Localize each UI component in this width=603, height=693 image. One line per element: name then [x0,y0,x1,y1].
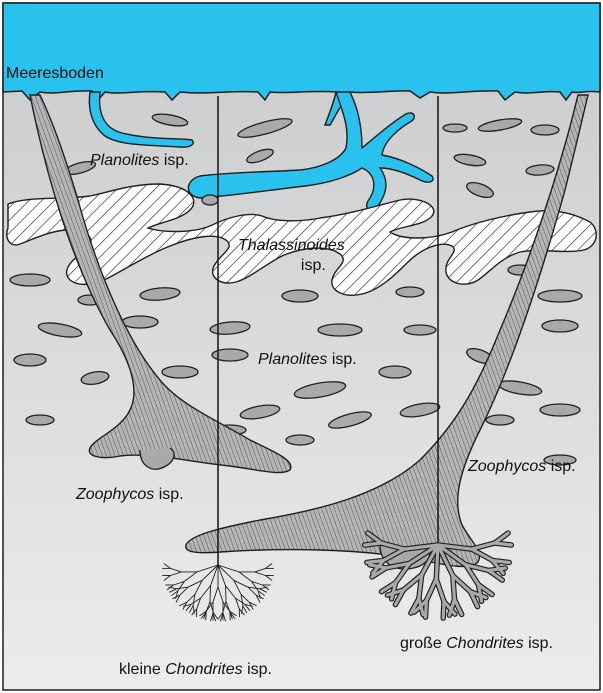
planolites-burrow [486,415,514,425]
label-planolites-upper: Planolites isp. [90,153,189,169]
planolites-burrow [162,366,198,378]
planolites-burrow [379,366,411,378]
planolites-burrow [538,290,582,302]
planolites-burrow [26,415,54,425]
planolites-burrow [540,404,580,416]
planolites-burrow [10,274,50,286]
planolites-burrow [396,287,424,297]
chondrites-branch [210,586,211,602]
chondrites-large-branch [495,543,512,545]
chondrites-large-branch [453,576,455,600]
chondrites-branch [226,586,227,602]
chondrites-large-branch [367,561,384,563]
planolites-burrow [531,125,559,135]
label-seafloor: Meeresboden [6,66,104,82]
planolites-burrow [404,325,436,335]
label-planolites-middle: Planolites isp. [258,352,357,368]
chondrites-large-branch [443,602,444,619]
planolites-burrow [14,354,46,366]
label-chondrites-small: kleine Chondrites isp. [119,662,272,678]
planolites-burrow [282,290,318,302]
label-zoophycos-left: Zoophycos isp. [76,487,184,503]
planolites-burrow [443,124,467,132]
planolites-burrow [202,195,218,205]
planolites-burrow [286,435,314,445]
chondrites-large-branch [365,543,382,545]
planolites-burrow [318,324,362,336]
label-thalassinoides: Thalassinoides isp. [238,238,345,274]
label-zoophycos-right: Zoophycos isp. [468,459,576,475]
label-chondrites-large: große Chondrites isp. [400,636,553,652]
planolites-burrow [542,320,578,332]
planolites-burrow [122,316,158,328]
